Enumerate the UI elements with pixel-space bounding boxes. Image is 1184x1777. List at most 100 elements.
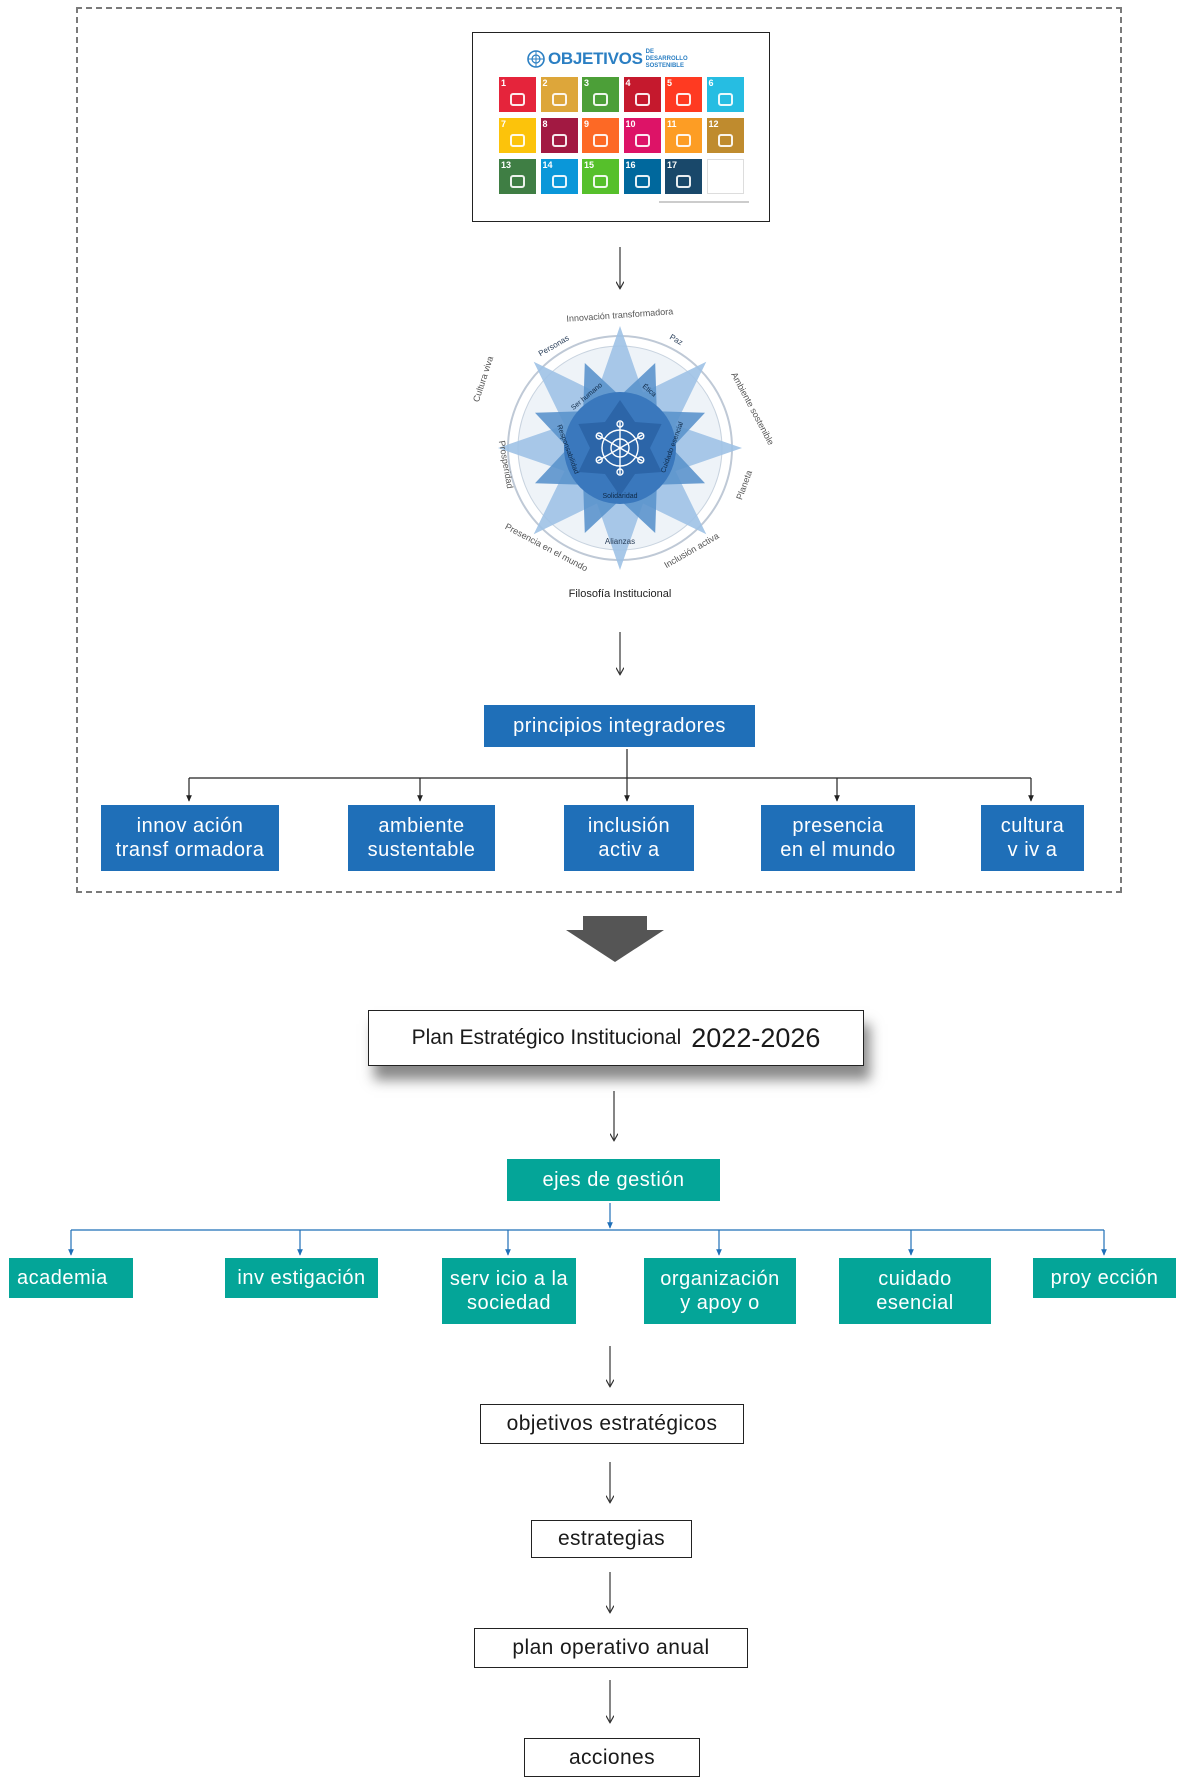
axis-line1: cuidado xyxy=(878,1268,952,1290)
principle-line2: transf ormadora xyxy=(115,839,265,861)
principle-line2: en el mundo xyxy=(780,839,896,861)
sdg-tile-icon xyxy=(510,134,525,147)
axis-academia: academia xyxy=(9,1258,133,1298)
sdg-poster-header: OBJETIVOS DE DESARROLLO SOSTENIBLE xyxy=(527,49,717,69)
principle-innovacion: innov ación transf ormadora xyxy=(101,805,279,871)
axis-line1: organización xyxy=(660,1268,780,1290)
axis-proyeccion: proy ección xyxy=(1033,1258,1176,1298)
sdg-tile: 4 xyxy=(623,77,661,112)
plan-box: Plan Estratégico Institucional 2022-2026 xyxy=(368,1010,864,1066)
axis-line1: serv icio a la xyxy=(449,1268,569,1290)
principles-title-box: principios integradores xyxy=(484,705,755,747)
sdg-tile xyxy=(706,159,744,194)
sdg-tile: 3 xyxy=(582,77,619,112)
principles-frame xyxy=(76,7,1122,893)
sdg-footer-line xyxy=(659,201,749,203)
sdg-tile-icon xyxy=(717,93,733,106)
axis-line2: sociedad xyxy=(466,1292,552,1314)
sdg-tile-number: 14 xyxy=(542,160,553,170)
sdg-tile: 17 xyxy=(665,159,702,194)
objectives-box: objetivos estratégicos xyxy=(480,1404,744,1444)
sdg-tile-number: 2 xyxy=(542,78,548,88)
sdg-subtitle: DE DESARROLLO SOSTENIBLE xyxy=(645,48,688,69)
big-down-arrow xyxy=(566,916,664,962)
axis-line1: inv estigación xyxy=(237,1267,366,1289)
principles-tree xyxy=(186,749,1034,802)
sdg-tile-number: 7 xyxy=(501,119,507,129)
sdg-tile-icon xyxy=(551,93,567,106)
sdg-tile: 9 xyxy=(582,118,619,153)
sdg-tile-number: 5 xyxy=(667,78,673,88)
un-emblem-icon xyxy=(527,50,545,68)
axis-organizacion: organización y apoy o xyxy=(644,1258,796,1324)
principle-line2: v iv a xyxy=(1007,839,1058,861)
sdg-tile-number: 9 xyxy=(584,119,590,129)
sdg-tile: 8 xyxy=(540,118,578,153)
sdg-tile: 1 xyxy=(499,77,536,112)
principle-ambiente: ambiente sustentable xyxy=(348,805,495,871)
sdg-tile-icon xyxy=(634,93,650,106)
sdg-tile: 5 xyxy=(665,77,702,112)
snowflake-icon xyxy=(595,420,645,476)
sdg-title: OBJETIVOS xyxy=(548,49,643,68)
principle-line1: innov ación xyxy=(136,815,244,837)
sdg-tile: 11 xyxy=(665,118,702,153)
sdg-tile: 16 xyxy=(623,159,661,194)
axis-line2: y apoy o xyxy=(680,1292,760,1314)
principle-presencia: presencia en el mundo xyxy=(761,805,915,871)
principle-line1: presencia xyxy=(792,815,884,837)
axis-line2: esencial xyxy=(876,1292,954,1314)
philosophy-wheel: Innovación transformadora Ambiente soste… xyxy=(471,306,776,573)
axis-line1: academia xyxy=(17,1267,108,1289)
sdg-tile-icon xyxy=(634,134,650,147)
sdg-tile-number: 12 xyxy=(708,119,719,129)
axis-cuidado: cuidado esencial xyxy=(839,1258,991,1324)
plan-years: 2022-2026 xyxy=(691,1022,821,1053)
inner-label-solidaridad: Solidaridad xyxy=(602,493,637,500)
annual-plan-label: plan operativo anual xyxy=(512,1636,710,1659)
sdg-tile: 14 xyxy=(540,159,578,194)
axis-investigacion: inv estigación xyxy=(225,1258,378,1298)
star-label-alianzas: Alianzas xyxy=(605,537,635,546)
actions-box: acciones xyxy=(524,1738,700,1777)
axes-title: ejes de gestión xyxy=(542,1169,685,1191)
principle-line1: ambiente xyxy=(378,815,465,837)
plan-label: Plan Estratégico Institucional xyxy=(411,1026,682,1049)
sdg-tile-number: 11 xyxy=(667,119,677,129)
axes-tree xyxy=(68,1203,1107,1256)
sdg-tile-icon xyxy=(551,175,567,188)
actions-label: acciones xyxy=(568,1745,656,1769)
principles-title: principios integradores xyxy=(513,715,726,737)
strategies-label: estrategias xyxy=(557,1527,666,1550)
sdg-tile-number: 8 xyxy=(542,119,548,129)
sdg-tile-number: 16 xyxy=(625,160,636,170)
sdg-tile: 15 xyxy=(582,159,619,194)
axis-servicio: serv icio a la sociedad xyxy=(442,1258,576,1324)
sdg-tile-number: 17 xyxy=(667,160,678,170)
principle-line2: activ a xyxy=(598,839,660,861)
sdg-tile: 6 xyxy=(706,77,744,112)
sdg-tile: 7 xyxy=(499,118,536,153)
sdg-tile-icon xyxy=(593,134,608,147)
annual-plan-box: plan operativo anual xyxy=(474,1628,748,1668)
sdg-tile-number: 3 xyxy=(584,78,590,88)
philosophy-caption: Filosofía Institucional xyxy=(568,588,672,600)
sdg-tile-icon xyxy=(676,134,691,147)
axes-title-box: ejes de gestión xyxy=(507,1159,720,1201)
sdg-tile: 10 xyxy=(623,118,661,153)
objectives-label: objetivos estratégicos xyxy=(506,1412,718,1435)
sdg-tile-number: 4 xyxy=(625,78,631,88)
sdg-tile-icon xyxy=(510,175,525,188)
sdg-tile: 2 xyxy=(540,77,578,112)
sdg-tile-icon xyxy=(634,175,650,188)
principle-line2: sustentable xyxy=(367,839,476,861)
sdg-tile: 12 xyxy=(706,118,744,153)
principle-line1: cultura xyxy=(1000,815,1065,837)
sdg-tile-icon xyxy=(593,175,608,188)
sdg-tile: 13 xyxy=(499,159,536,194)
axis-line1: proy ección xyxy=(1050,1267,1159,1289)
sdg-tile-icon xyxy=(717,134,733,147)
